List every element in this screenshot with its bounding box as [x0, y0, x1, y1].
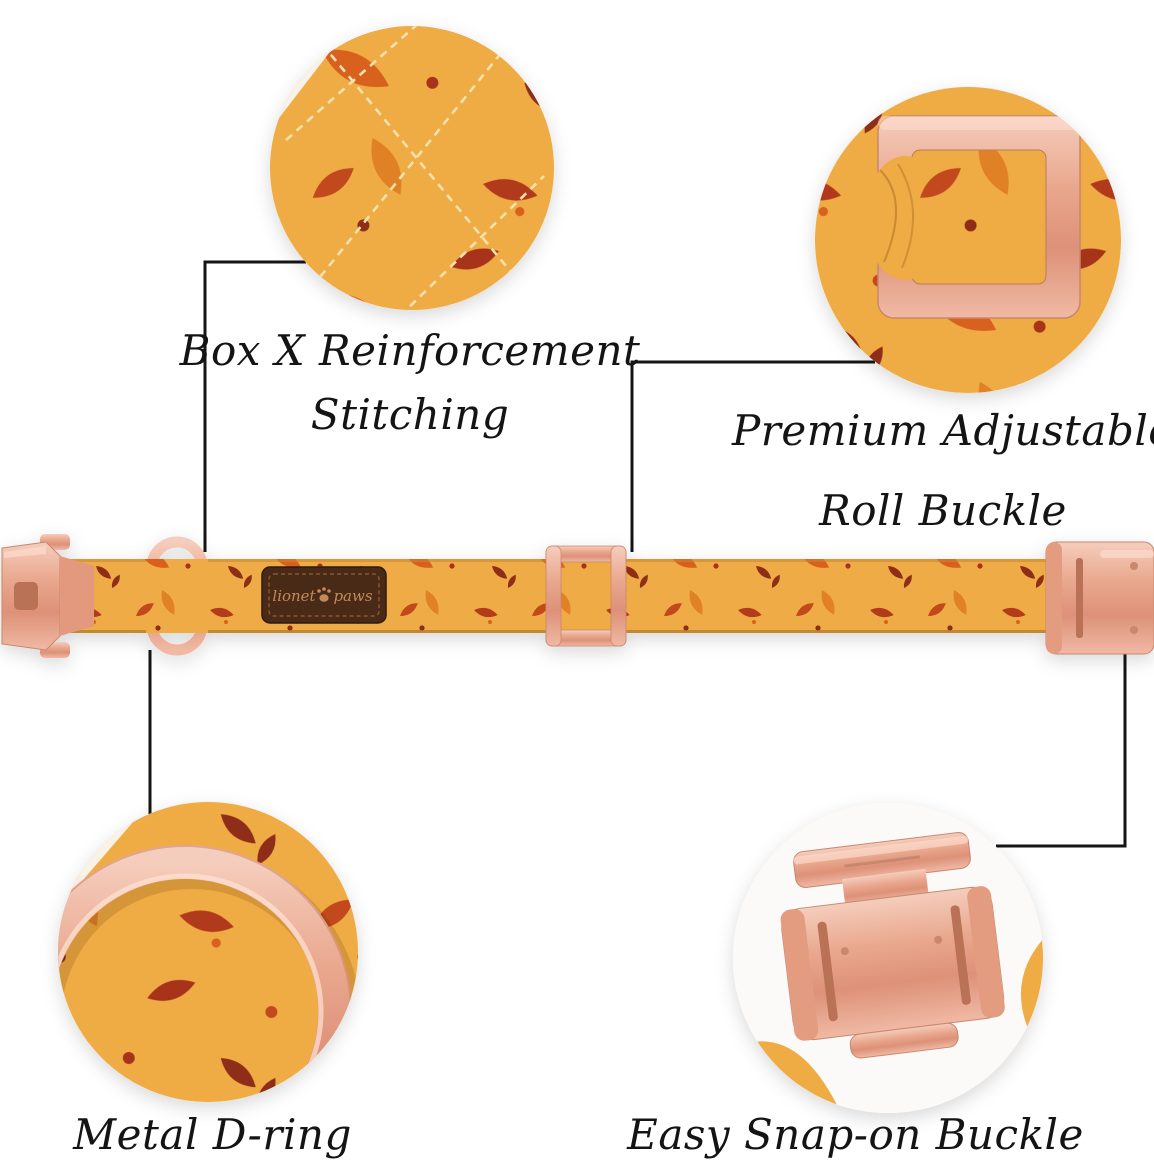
callout-line-roll-buckle	[630, 360, 875, 552]
detail-circle-stitching	[270, 26, 554, 310]
collar-strap	[58, 559, 1072, 633]
brand-tag-text-left: lionet	[272, 587, 316, 605]
fabric-bulge	[865, 156, 945, 280]
d-ring-metal	[58, 845, 352, 1102]
detail-photo-stitching	[270, 26, 554, 310]
callout-line-snap-buckle	[996, 650, 1127, 848]
detail-photo-snap-buckle	[733, 803, 1043, 1113]
snap-buckle-metal	[780, 832, 1005, 1059]
detail-photo-roll-buckle	[815, 87, 1121, 393]
brand-tag-text-right: paws	[333, 587, 372, 605]
callout-line-stitching	[203, 260, 306, 552]
label-snap-buckle: Easy Snap-on Buckle	[627, 1110, 1084, 1159]
box-x-stitch-lines	[285, 26, 545, 310]
brand-tag: lionet paws	[261, 566, 387, 624]
detail-circle-snap-buckle	[733, 803, 1043, 1113]
label-d-ring: Metal D-ring	[73, 1110, 352, 1159]
label-stitching-line2: Stitching	[310, 390, 510, 439]
callout-lines	[148, 260, 1127, 848]
slider-buckle	[545, 545, 627, 647]
label-roll-buckle-line1: Premium Adjustable	[732, 406, 1154, 455]
detail-circle-roll-buckle	[815, 87, 1121, 393]
right-buckle	[1045, 541, 1154, 655]
left-buckle-slot	[14, 582, 38, 610]
label-roll-buckle-line2: Roll Buckle	[819, 486, 1067, 535]
collar: lionet paws	[1, 534, 1154, 658]
right-buckle-slot	[1076, 558, 1083, 638]
label-stitching-line1: Box X Reinforcement	[179, 326, 641, 375]
left-buckle	[1, 534, 94, 658]
collar-d-ring	[146, 536, 208, 656]
paw-icon	[317, 587, 331, 602]
